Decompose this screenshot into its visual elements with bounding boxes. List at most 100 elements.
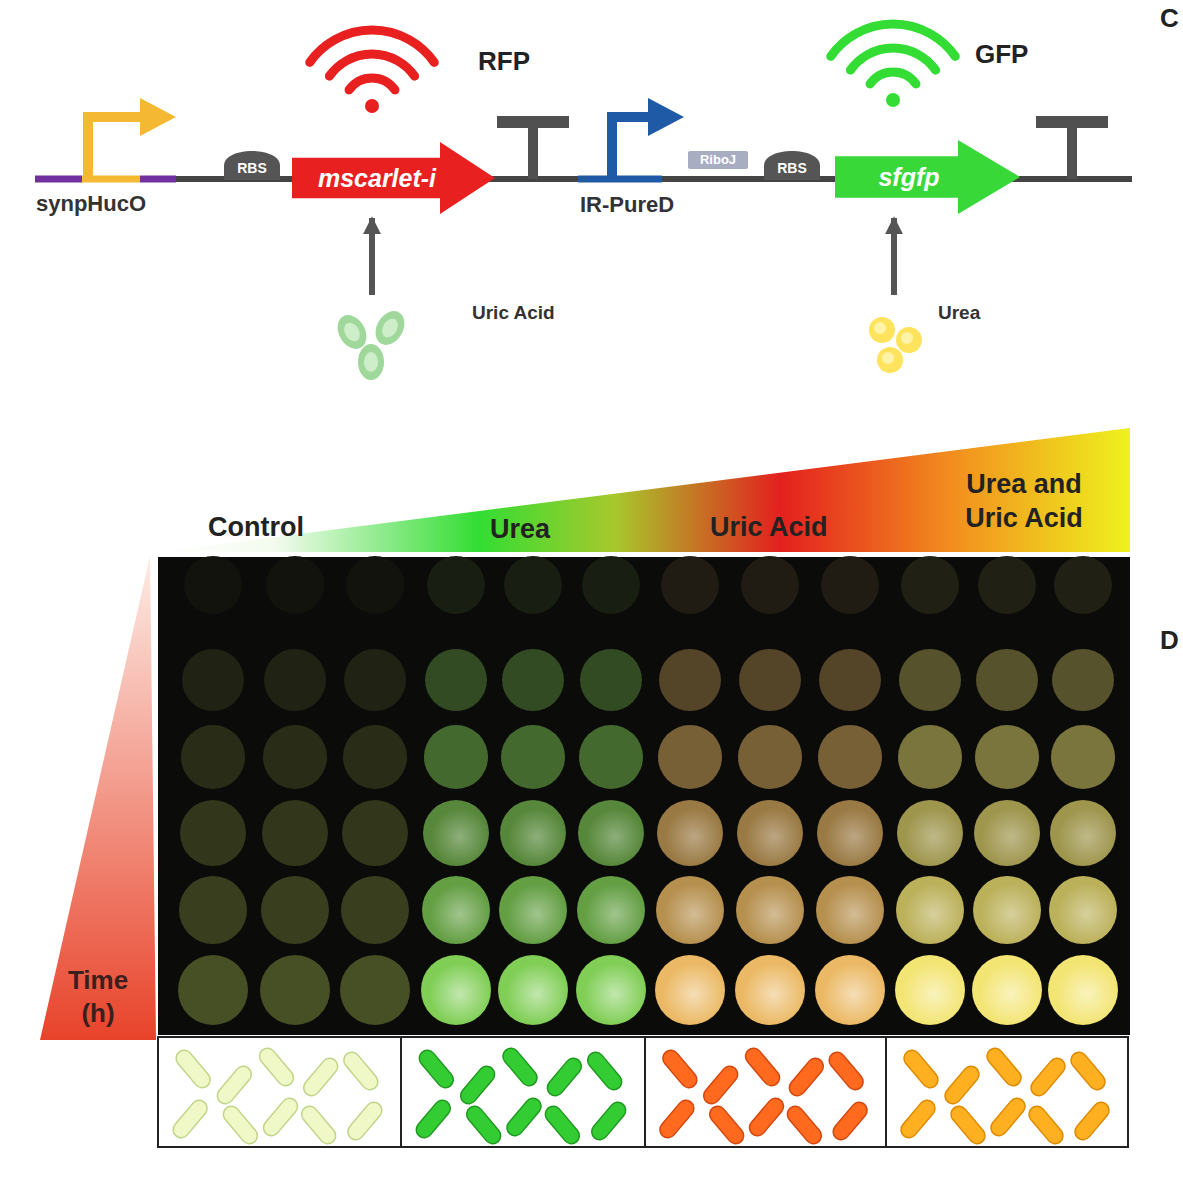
promoter-arrow <box>612 117 650 180</box>
well-highlight <box>905 808 963 866</box>
bacterium <box>413 1097 454 1141</box>
bacterium <box>746 1095 787 1139</box>
bacterium <box>784 1103 825 1147</box>
molecule-icon <box>379 316 401 340</box>
bacterium <box>457 1063 498 1107</box>
well <box>342 800 408 866</box>
bacterium <box>898 1097 939 1141</box>
well <box>261 876 329 944</box>
molecule-icon <box>330 298 414 382</box>
induction-arrow <box>891 218 897 295</box>
well-highlight <box>507 884 567 944</box>
well <box>658 725 722 789</box>
terminator <box>497 116 569 128</box>
bacterium <box>826 1049 867 1093</box>
well <box>819 649 881 711</box>
well-highlight <box>508 808 566 866</box>
well <box>978 556 1036 614</box>
bacterium <box>220 1103 261 1147</box>
cell-panel <box>401 1037 645 1147</box>
well <box>821 556 879 614</box>
well <box>181 725 245 789</box>
well <box>896 876 964 944</box>
panel-letter: D <box>1160 624 1179 657</box>
bacterium <box>173 1047 214 1091</box>
bacterium <box>1026 1103 1067 1147</box>
gene-arrow-shape <box>835 140 1020 214</box>
induction-arrow <box>369 218 375 295</box>
well <box>180 800 246 866</box>
well-highlight <box>506 963 568 1025</box>
well <box>504 556 562 614</box>
promoter-segment <box>35 176 82 183</box>
bacterium <box>657 1097 698 1141</box>
well <box>898 725 962 789</box>
bacterium <box>544 1055 585 1099</box>
bacterium <box>901 1047 942 1091</box>
well <box>577 876 645 944</box>
bacterium <box>742 1045 783 1089</box>
well <box>974 800 1040 866</box>
well-highlight <box>431 808 489 866</box>
signal-icon <box>886 93 900 107</box>
well <box>899 649 961 711</box>
well <box>741 556 799 614</box>
well <box>346 556 404 614</box>
gene-arrow: sfgfp <box>835 140 1020 214</box>
well <box>341 876 409 944</box>
well <box>816 876 884 944</box>
promoter-arrowhead <box>648 98 684 136</box>
well <box>344 649 406 711</box>
bacterium <box>298 1103 339 1147</box>
molecule-icon <box>358 344 384 380</box>
molecule-icon <box>896 327 922 353</box>
well <box>897 800 963 866</box>
cell-panel <box>158 1037 401 1147</box>
well <box>264 649 326 711</box>
well <box>1052 649 1114 711</box>
well <box>266 556 324 614</box>
molecule-icon <box>874 322 886 334</box>
well <box>178 955 248 1025</box>
molecule-icon <box>852 298 936 382</box>
signal-icon <box>850 48 935 70</box>
well <box>972 955 1042 1025</box>
bacterium <box>260 1095 301 1139</box>
promoter-arrowhead <box>140 98 176 136</box>
well <box>260 955 330 1025</box>
well-grid <box>178 556 1118 1025</box>
well-highlight <box>664 884 724 944</box>
well <box>818 725 882 789</box>
well-highlight <box>663 963 725 1025</box>
part-name: RBS <box>237 159 267 177</box>
well-highlight <box>824 884 884 944</box>
well <box>427 556 485 614</box>
bacterium <box>700 1063 741 1107</box>
well-highlight <box>903 963 965 1025</box>
promoter-label: IR-PureD <box>580 191 674 219</box>
well <box>340 955 410 1025</box>
bacterium <box>256 1045 297 1089</box>
well <box>817 800 883 866</box>
bacterium <box>984 1045 1025 1089</box>
bacterium <box>1028 1055 1069 1099</box>
well-highlight <box>665 808 723 866</box>
well <box>579 725 643 789</box>
well <box>737 800 803 866</box>
signal-label: RFP <box>478 45 530 78</box>
cell-panel <box>886 1037 1128 1147</box>
bacterium <box>341 1049 382 1093</box>
axis-label: Time (h) <box>50 964 146 1029</box>
gradient-wedge <box>158 428 1130 552</box>
well-highlight <box>429 963 491 1025</box>
well-highlight <box>823 963 885 1025</box>
well <box>736 876 804 944</box>
signal-icon <box>870 72 916 84</box>
well-highlight <box>1056 963 1118 1025</box>
well <box>263 725 327 789</box>
well-highlight <box>743 963 805 1025</box>
well <box>1049 876 1117 944</box>
bacterium <box>706 1103 747 1147</box>
signal-icon <box>349 78 395 90</box>
molecule-icon <box>364 352 378 372</box>
